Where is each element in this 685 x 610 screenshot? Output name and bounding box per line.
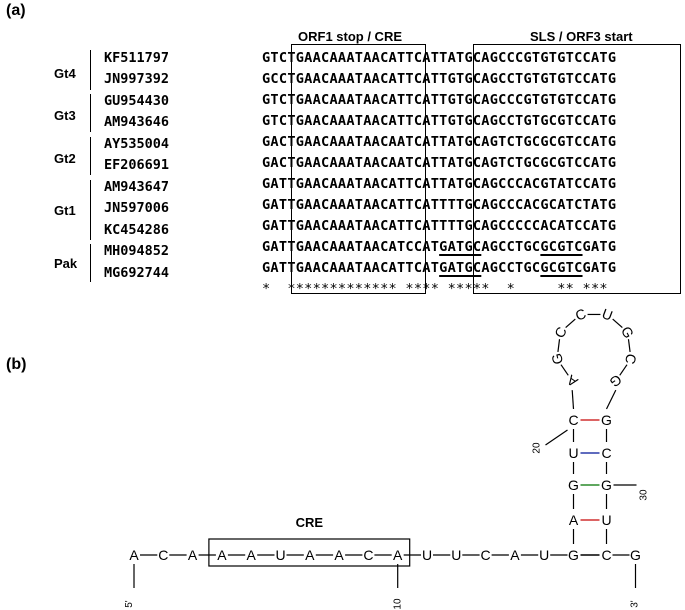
backbone-segment: [627, 339, 631, 353]
genotype-label-gt4: Gt4: [54, 66, 76, 81]
orf1-stop-cre-header: ORF1 stop / CRE: [298, 29, 403, 44]
stem-nucleotide: C: [568, 412, 578, 428]
position-20-tick: [545, 429, 568, 446]
sequence-row: GTCTGAACAAATAACATTCATTATGCAGCCCGTGTGTCCA…: [262, 50, 617, 66]
backbone-segment: [571, 390, 575, 410]
stem-nucleotide: G: [568, 477, 579, 493]
group-bracket-gt2: [90, 137, 92, 175]
genotype-label-gt2: Gt2: [54, 151, 76, 166]
backbone-segment: [605, 389, 617, 410]
stem-nucleotide: U: [568, 445, 578, 461]
genotype-label-gt1: Gt1: [54, 203, 76, 218]
three-prime-label: 3': [630, 600, 641, 608]
backbone-segment: [557, 339, 561, 353]
stem-nucleotide: U: [601, 512, 611, 528]
loop-nucleotide: C: [573, 305, 588, 324]
orf1-cre-box: [291, 44, 426, 294]
backbone-segment: [612, 318, 623, 329]
nucleotide: A: [217, 547, 227, 563]
cre-label: CRE: [296, 515, 324, 530]
loop-nucleotide: G: [548, 352, 566, 366]
stem-nucleotide: G: [601, 477, 612, 493]
underlined-motif: GCGTC: [540, 260, 583, 276]
nucleotide: U: [275, 547, 285, 563]
loop-nucleotide: A: [563, 372, 580, 391]
sls-orf3-box: [473, 44, 681, 294]
tail-nucleotide: G: [630, 547, 641, 563]
nucleotide: C: [481, 547, 491, 563]
panel-b-label: (b): [6, 356, 27, 373]
nucleotide: U: [422, 547, 432, 563]
genotype-label-pak: Pak: [54, 256, 78, 271]
sequence-row: GTCTGAACAAATAACATTCATTGTGCAGCCCGTGTGTCCA…: [262, 92, 617, 108]
sequence-row: GATTGAACAAATAACATTCATGATGCAGCCTGCGCGTCGA…: [262, 260, 617, 276]
position-label: 10: [393, 598, 404, 610]
sls-orf3-start-header: SLS / ORF3 start: [530, 29, 633, 44]
backbone-segment: [560, 364, 569, 376]
sequence-row: GACTGAACAAATAACAATCATTATGCAGTCTGCGCGTCCA…: [262, 134, 617, 150]
accession-label: AY535004: [104, 136, 170, 152]
accession-label: AM943646: [104, 114, 170, 130]
group-bracket-pak: [90, 244, 92, 282]
underlined-motif: GATGC: [439, 239, 482, 255]
accession-label: GU954430: [104, 93, 170, 109]
position-label: 30: [639, 489, 650, 501]
underlined-motif: GATGC: [439, 260, 482, 276]
panel-a-label: (a): [6, 2, 26, 19]
genotype-label-gt3: Gt3: [54, 108, 76, 123]
sequence-alignment: GTCTGAACAAATAACATTCATTATGCAGCCCGTGTGTCCA…: [262, 48, 616, 300]
group-bracket-gt1: [90, 180, 92, 240]
sequence-row: GACTGAACAAATAACAATCATTATGCAGTCTGCGCGTCCA…: [262, 155, 617, 171]
nucleotide: A: [510, 547, 520, 563]
nucleotide: U: [539, 547, 549, 563]
sequence-row: GATTGAACAAATAACATTCATTTTGCAGCCCCCACATCCA…: [262, 218, 617, 234]
nucleotide: A: [188, 547, 198, 563]
nucleotide: A: [305, 547, 315, 563]
nucleotide: U: [451, 547, 461, 563]
five-prime-label: 5': [124, 600, 135, 608]
nucleotide: A: [334, 547, 344, 563]
accession-label: KF511797: [104, 50, 170, 66]
accession-label: JN597006: [104, 200, 170, 216]
sequence-row: GATTGAACAAATAACATTCATTTTGCAGCCCACGCATCTA…: [262, 197, 617, 213]
accession-label: EF206691: [104, 157, 170, 173]
nucleotide: A: [129, 547, 139, 563]
sequence-row: GCCTGAACAAATAACATTCATTGTGCAGCCTGTGTGTCCA…: [262, 71, 617, 87]
accession-label: JN997392: [104, 71, 170, 87]
underlined-motif: GCGTC: [540, 239, 583, 255]
stem-nucleotide: C: [601, 445, 611, 461]
stem-nucleotide: G: [601, 412, 612, 428]
backbone-segment: [565, 318, 576, 329]
accession-label: MG692744: [104, 265, 170, 281]
nucleotide: A: [247, 547, 257, 563]
group-bracket-gt4: [90, 50, 92, 90]
accession-label: KC454286: [104, 222, 170, 238]
sequence-row: GATTGAACAAATAACATCCATGATGCAGCCTGCGCGTCGA…: [262, 239, 617, 255]
nucleotide: A: [393, 547, 403, 563]
nucleotide: C: [158, 547, 168, 563]
sequence-row: GTCTGAACAAATAACATTCATTGTGCAGCCTGTGCGTCCA…: [262, 113, 617, 129]
group-bracket-gt3: [90, 94, 92, 132]
backbone-segment: [619, 364, 628, 376]
nucleotide: G: [568, 547, 579, 563]
loop-nucleotide: G: [607, 371, 625, 390]
stem-nucleotide: C: [601, 547, 611, 563]
stem-nucleotide: A: [569, 512, 579, 528]
sequence-row: GATTGAACAAATAACATTCATTATGCAGCCCACGTATCCA…: [262, 176, 617, 192]
cre-box: [208, 538, 411, 567]
loop-nucleotide: U: [600, 305, 615, 324]
position-label: 20: [532, 442, 543, 454]
nucleotide: C: [363, 547, 373, 563]
loop-nucleotide: C: [622, 352, 640, 366]
accession-label: AM943647: [104, 179, 170, 195]
accession-label: MH094852: [104, 243, 170, 259]
